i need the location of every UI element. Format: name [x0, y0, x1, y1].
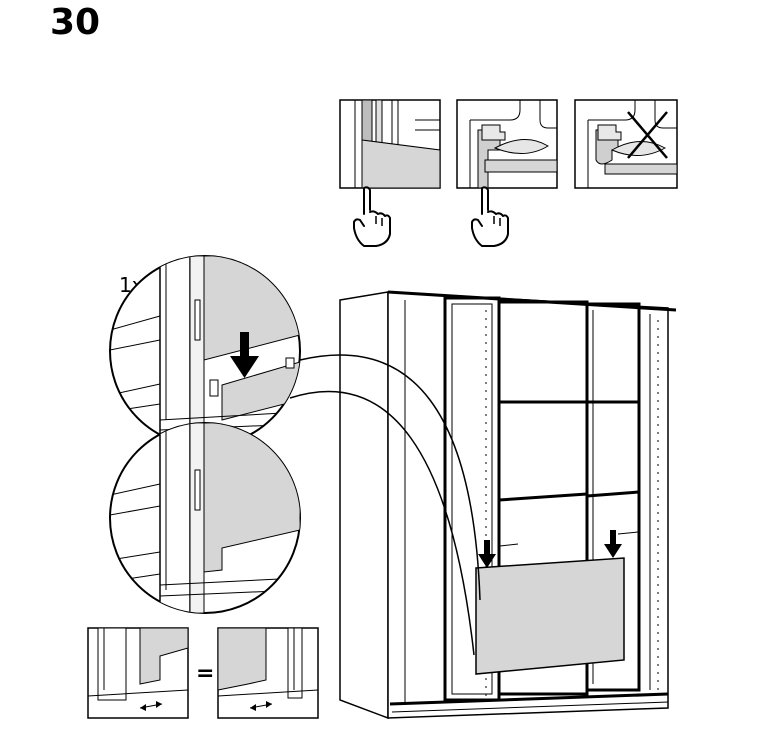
- comparison-panel-right: [217, 627, 319, 719]
- circle-detail-bottom: [109, 422, 301, 614]
- detail-panel-3: [574, 99, 678, 189]
- down-arrow-icon: [604, 530, 622, 558]
- wardrobe: [339, 290, 677, 720]
- step-number: 30: [50, 2, 101, 43]
- detail-panel-1: [339, 99, 441, 189]
- callout-leader-line: [299, 354, 481, 601]
- detail-panel-2: [456, 99, 558, 189]
- down-arrow-icon: [230, 332, 259, 378]
- pointing-hand-icon: [353, 186, 391, 247]
- callout-leader-line: [289, 390, 475, 656]
- pointing-hand-icon: [471, 186, 509, 247]
- circle-detail-top: [109, 255, 301, 447]
- down-arrow-icon: [478, 540, 496, 568]
- cross-icon: [627, 111, 668, 159]
- comparison-panel-left: [87, 627, 189, 719]
- equals-sign: =: [196, 661, 214, 686]
